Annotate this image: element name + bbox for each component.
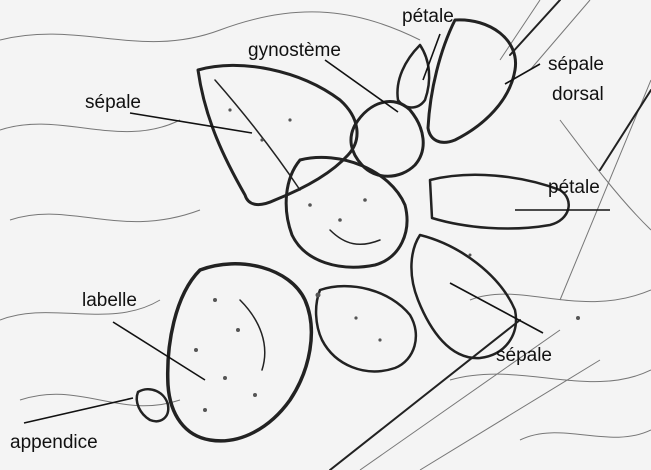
label-sepale-dorsal-line1: sépale — [548, 54, 604, 75]
label-gynosteme: gynostème — [248, 40, 341, 61]
label-petale-top: pétale — [402, 6, 454, 27]
pointer-labelle — [113, 322, 205, 380]
pointer-sepale-dorsal — [505, 64, 540, 84]
label-labelle: labelle — [82, 290, 137, 311]
pointer-gynosteme — [325, 60, 398, 112]
label-sepale-dorsal-line2: dorsal — [552, 84, 604, 105]
label-sepale-bottom: sépale — [496, 345, 552, 366]
pointer-sepale-bottom — [450, 283, 543, 333]
label-sepale-left: sépale — [85, 92, 141, 113]
label-petale-right: pétale — [548, 177, 600, 198]
label-appendice: appendice — [10, 432, 98, 453]
pointer-appendice — [24, 398, 133, 423]
